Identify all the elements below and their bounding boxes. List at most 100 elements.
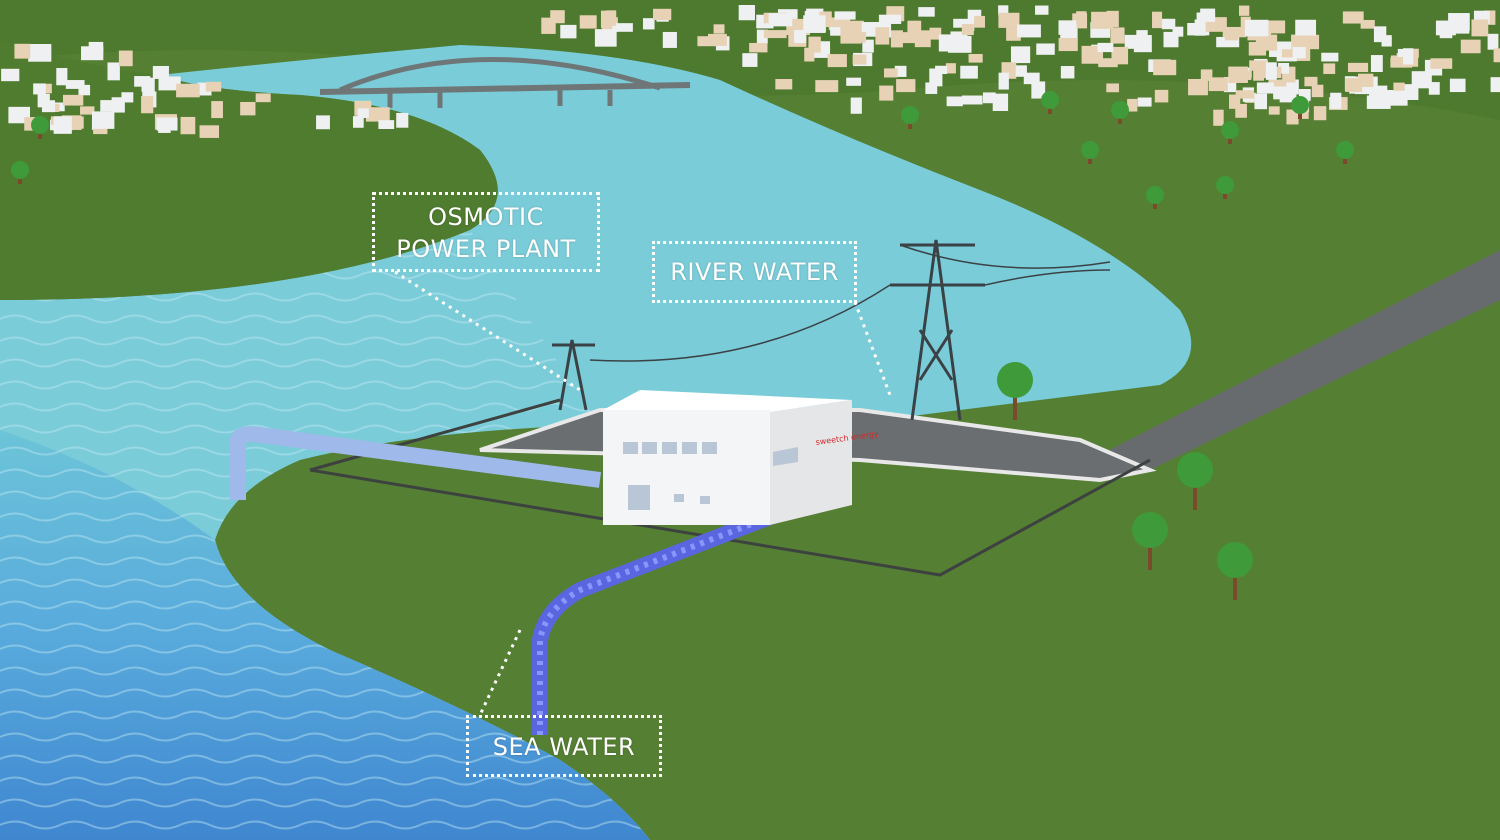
tree <box>1177 452 1213 510</box>
town-building <box>1342 11 1364 24</box>
town-building <box>1386 90 1408 106</box>
town-building <box>763 30 787 39</box>
town-building <box>998 72 1009 90</box>
town-building <box>1060 66 1075 79</box>
tree <box>1336 141 1354 164</box>
town-building <box>827 54 847 68</box>
town-building <box>1235 103 1247 118</box>
town-building <box>884 68 898 78</box>
tree <box>1081 141 1099 164</box>
town-building <box>1248 41 1267 56</box>
town-building <box>176 83 200 98</box>
town-building <box>961 95 983 105</box>
town-building <box>1216 36 1240 48</box>
town-building <box>1313 106 1327 121</box>
town-building <box>1161 18 1176 30</box>
town-building <box>850 97 862 114</box>
town-building <box>929 68 943 87</box>
town-building <box>14 43 31 59</box>
town-building <box>1036 43 1055 55</box>
town-building <box>653 8 672 21</box>
tree <box>1221 121 1239 144</box>
town-building <box>1253 64 1265 81</box>
town-building <box>28 44 52 62</box>
town-building <box>1222 26 1247 38</box>
tree <box>1041 91 1059 114</box>
tree <box>1217 542 1253 600</box>
town-building <box>158 76 181 91</box>
town-building <box>1304 76 1318 87</box>
town-building <box>878 14 902 24</box>
town-building <box>1471 19 1489 37</box>
town-building <box>134 76 151 87</box>
sea-pipe <box>532 482 843 735</box>
town-building <box>918 7 935 17</box>
town-building <box>1278 62 1290 74</box>
town-building <box>1234 70 1252 80</box>
town-building <box>91 111 115 129</box>
town-building <box>107 62 120 81</box>
town-building <box>982 92 996 104</box>
town-building <box>352 116 364 128</box>
river-pipe <box>230 426 602 500</box>
town-building <box>830 27 845 36</box>
town-building <box>180 116 196 135</box>
trees <box>11 91 1354 600</box>
town-building <box>992 93 1009 111</box>
town-building <box>852 54 867 65</box>
town-building <box>998 12 1020 28</box>
town-building <box>1172 26 1184 37</box>
town-building <box>1256 82 1274 94</box>
town-building <box>33 83 46 95</box>
town-building <box>1298 89 1311 101</box>
town-building <box>199 125 220 138</box>
town-building <box>240 101 256 116</box>
town-building <box>749 42 768 53</box>
tree <box>997 362 1033 420</box>
tree <box>1132 512 1168 570</box>
town-building <box>1136 30 1148 47</box>
town-building <box>1273 86 1288 100</box>
town-building <box>1244 19 1269 37</box>
tree <box>31 116 49 139</box>
tree <box>1146 186 1164 209</box>
town-building <box>697 36 718 47</box>
town-building <box>875 27 890 45</box>
town-building <box>1490 77 1500 93</box>
town-building <box>1381 35 1392 47</box>
town-building <box>1411 71 1432 89</box>
town-building <box>1321 52 1339 62</box>
town-building <box>775 79 793 90</box>
town-building <box>1493 48 1500 63</box>
town-building <box>1076 11 1087 24</box>
town-building <box>1058 37 1078 52</box>
town-building <box>1 68 20 82</box>
town-building <box>78 84 91 96</box>
town-building <box>1460 39 1481 54</box>
town-building <box>1323 63 1336 74</box>
town-building <box>1311 84 1324 98</box>
town-building <box>708 33 727 46</box>
town-building <box>1153 59 1177 76</box>
town-building <box>88 41 104 54</box>
town-building <box>158 121 171 133</box>
town-building <box>1370 55 1383 72</box>
town-building <box>1106 10 1119 28</box>
small-tower <box>552 339 595 411</box>
town-building <box>742 53 758 67</box>
town-building <box>815 80 839 93</box>
town-building <box>1208 77 1228 92</box>
town-building <box>1430 58 1453 69</box>
town-building <box>756 29 768 44</box>
town-building <box>1455 23 1470 34</box>
town-building <box>378 120 395 129</box>
town-building <box>1330 92 1342 109</box>
town-building <box>1268 79 1287 91</box>
town <box>1 5 1500 138</box>
town-building <box>1111 46 1129 65</box>
power-tower <box>589 239 1111 421</box>
town-building <box>211 101 223 119</box>
town-building <box>1360 19 1375 29</box>
town-building <box>1106 83 1119 93</box>
osmotic-label-line2: POWER PLANT <box>396 235 576 263</box>
